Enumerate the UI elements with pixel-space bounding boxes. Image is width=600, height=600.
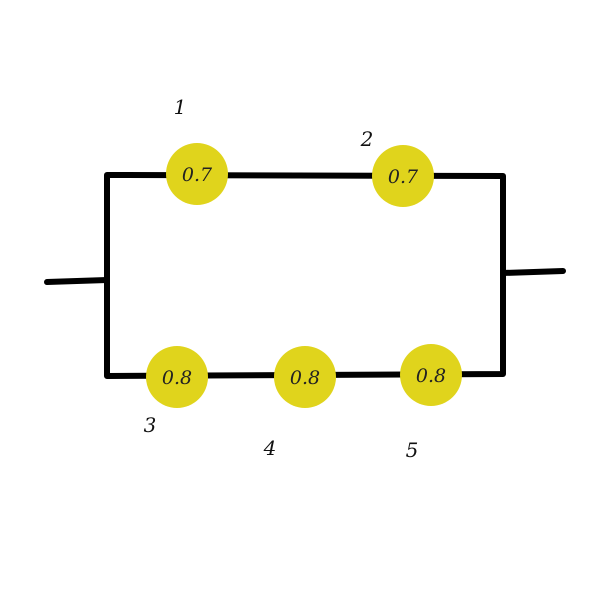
component-node <box>146 346 208 408</box>
component-label: 1 <box>174 95 187 119</box>
component-label: 3 <box>144 413 157 437</box>
output-lead <box>500 268 566 276</box>
component-2: 0.7 2 <box>360 127 434 207</box>
component-label: 5 <box>406 438 419 462</box>
component-1: 0.7 1 <box>166 95 228 205</box>
top-branch-wire <box>104 172 506 283</box>
component-value: 0.8 <box>162 367 192 389</box>
component-label: 2 <box>360 127 374 151</box>
input-lead <box>44 277 110 285</box>
component-label: 4 <box>263 436 277 460</box>
component-5: 0.8 5 <box>400 344 462 462</box>
component-value: 0.7 <box>182 164 213 186</box>
component-node <box>274 346 336 408</box>
component-value: 0.8 <box>290 367 320 389</box>
component-node <box>400 344 462 406</box>
component-value: 0.7 <box>388 166 419 188</box>
component-value: 0.8 <box>416 365 446 387</box>
component-node <box>166 143 228 205</box>
component-4: 0.8 4 <box>263 346 336 460</box>
component-node <box>372 145 434 207</box>
component-3: 0.8 3 <box>144 346 208 437</box>
